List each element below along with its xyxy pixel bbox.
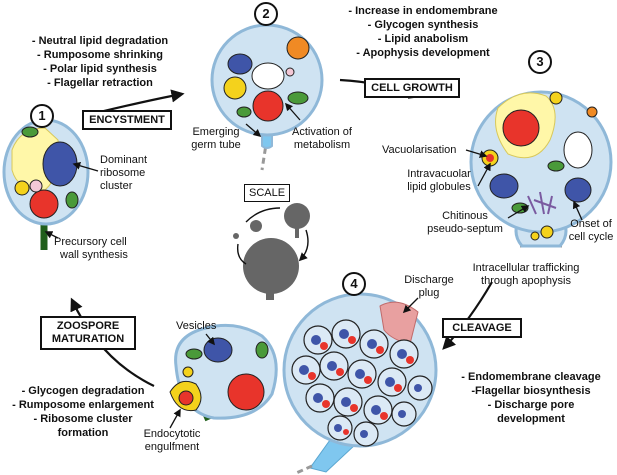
precursory-wall-line: wall synthesis: [60, 249, 128, 261]
scale-sketch: [233, 203, 310, 300]
growth-events: - Increase in endomembrane - Glycogen sy…: [340, 4, 506, 60]
zoospore-maturation-line-1: ZOOSPORE: [56, 320, 120, 332]
pointer-lines: [44, 102, 583, 429]
vesicles-label: Vesicles: [176, 320, 217, 332]
endocytotic-label: Endocytotic engulfment: [134, 428, 210, 454]
intracellular-trafficking-line: Intracellular trafficking: [472, 262, 580, 274]
maturation-event: - Ribosome cluster: [33, 413, 133, 425]
dominant-ribosome-line: cluster: [100, 180, 133, 192]
discharge-plug-line: plug: [418, 287, 440, 299]
maturation-cell: [169, 323, 278, 422]
zoospore-maturation-box: ZOOSPORE MATURATION: [40, 316, 136, 350]
activation-metabolism-label: Activation of metabolism: [280, 126, 364, 152]
onset-cell-cycle-line: cell cycle: [568, 231, 614, 243]
chitinous-septum-line: pseudo-septum: [427, 223, 503, 235]
precursory-wall-label: Precursory cell wall synthesis: [54, 236, 128, 262]
onset-cell-cycle-line: Onset of: [570, 218, 612, 230]
zoospore-maturation-line-2: MATURATION: [51, 333, 125, 345]
intravacuolar-lipid-line: lipid globules: [407, 181, 471, 193]
stage-1-cell: [2, 118, 90, 250]
cell-growth-box: CELL GROWTH: [364, 78, 460, 98]
cleavage-events: - Endomembrane cleavage -Flagellar biosy…: [452, 370, 610, 426]
encystment-event: - Rumposome shrinking: [37, 49, 163, 61]
encystment-events: - Neutral lipid degradation - Rumposome …: [10, 34, 190, 90]
stage-4-cell: [282, 292, 438, 475]
dominant-ribosome-label: Dominant ribosome cluster: [100, 154, 147, 193]
maturation-event: - Rumposome enlargement: [12, 399, 154, 411]
cleavage-event: development: [497, 413, 565, 425]
cleavage-event: - Endomembrane cleavage: [461, 371, 601, 383]
maturation-event: - Glycogen degradation: [21, 385, 145, 397]
cleavage-event: - Discharge pore: [487, 399, 575, 411]
onset-cell-cycle-label: Onset of cell cycle: [566, 218, 616, 244]
encystment-event: - Polar lipid synthesis: [43, 63, 157, 75]
encystment-event: - Neutral lipid degradation: [31, 35, 169, 47]
zoospore-nuclei: [299, 329, 422, 438]
growth-event: - Glycogen synthesis: [367, 19, 479, 31]
activation-metabolism-line: metabolism: [293, 139, 351, 151]
intravacuolar-lipid-line: Intravacuolar: [407, 168, 471, 180]
vacuolarisation-label: Vacuolarisation: [382, 144, 457, 156]
endocytotic-line: engulfment: [144, 441, 200, 453]
germ-tube-line: Emerging: [192, 126, 240, 138]
intracellular-trafficking-line: through apophysis: [481, 275, 571, 287]
growth-event: - Increase in endomembrane: [348, 5, 498, 17]
intracellular-trafficking-label: Intracellular trafficking through apophy…: [456, 262, 596, 288]
maturation-event: formation: [57, 427, 109, 439]
stage-number-1: 1: [30, 104, 54, 128]
growth-event: - Apophysis development: [356, 47, 490, 59]
dominant-ribosome-line: Dominant: [100, 154, 148, 166]
stage-3-cell: [469, 90, 613, 248]
precursory-wall-line: Precursory cell: [54, 236, 127, 248]
zoospore-lipids: [308, 336, 414, 435]
discharge-plug-label: Discharge plug: [402, 274, 456, 300]
intravacuolar-lipid-label: Intravacuolar lipid globules: [398, 168, 480, 194]
germ-tube-line: germ tube: [191, 139, 241, 151]
stage-number-3: 3: [528, 50, 552, 74]
encystment-box: ENCYSTMENT: [82, 110, 172, 130]
encystment-event: - Flagellar retraction: [47, 77, 153, 89]
activation-metabolism-line: Activation of: [292, 126, 352, 138]
chitinous-septum-line: Chitinous: [442, 210, 488, 222]
endocytotic-line: Endocytotic: [143, 428, 201, 440]
maturation-events: - Glycogen degradation - Rumposome enlar…: [2, 384, 164, 440]
stage-number-4: 4: [342, 272, 366, 296]
dominant-ribosome-line: ribosome: [100, 167, 146, 179]
scale-box: SCALE: [244, 184, 290, 202]
discharge-plug-line: Discharge: [404, 274, 454, 286]
cleavage-box: CLEAVAGE: [442, 318, 522, 338]
stage-number-2: 2: [254, 2, 278, 26]
chitinous-septum-label: Chitinous pseudo-septum: [422, 210, 508, 236]
germ-tube-label: Emerging germ tube: [186, 126, 246, 152]
growth-event: - Lipid anabolism: [377, 33, 469, 45]
cleavage-event: -Flagellar biosynthesis: [471, 385, 591, 397]
